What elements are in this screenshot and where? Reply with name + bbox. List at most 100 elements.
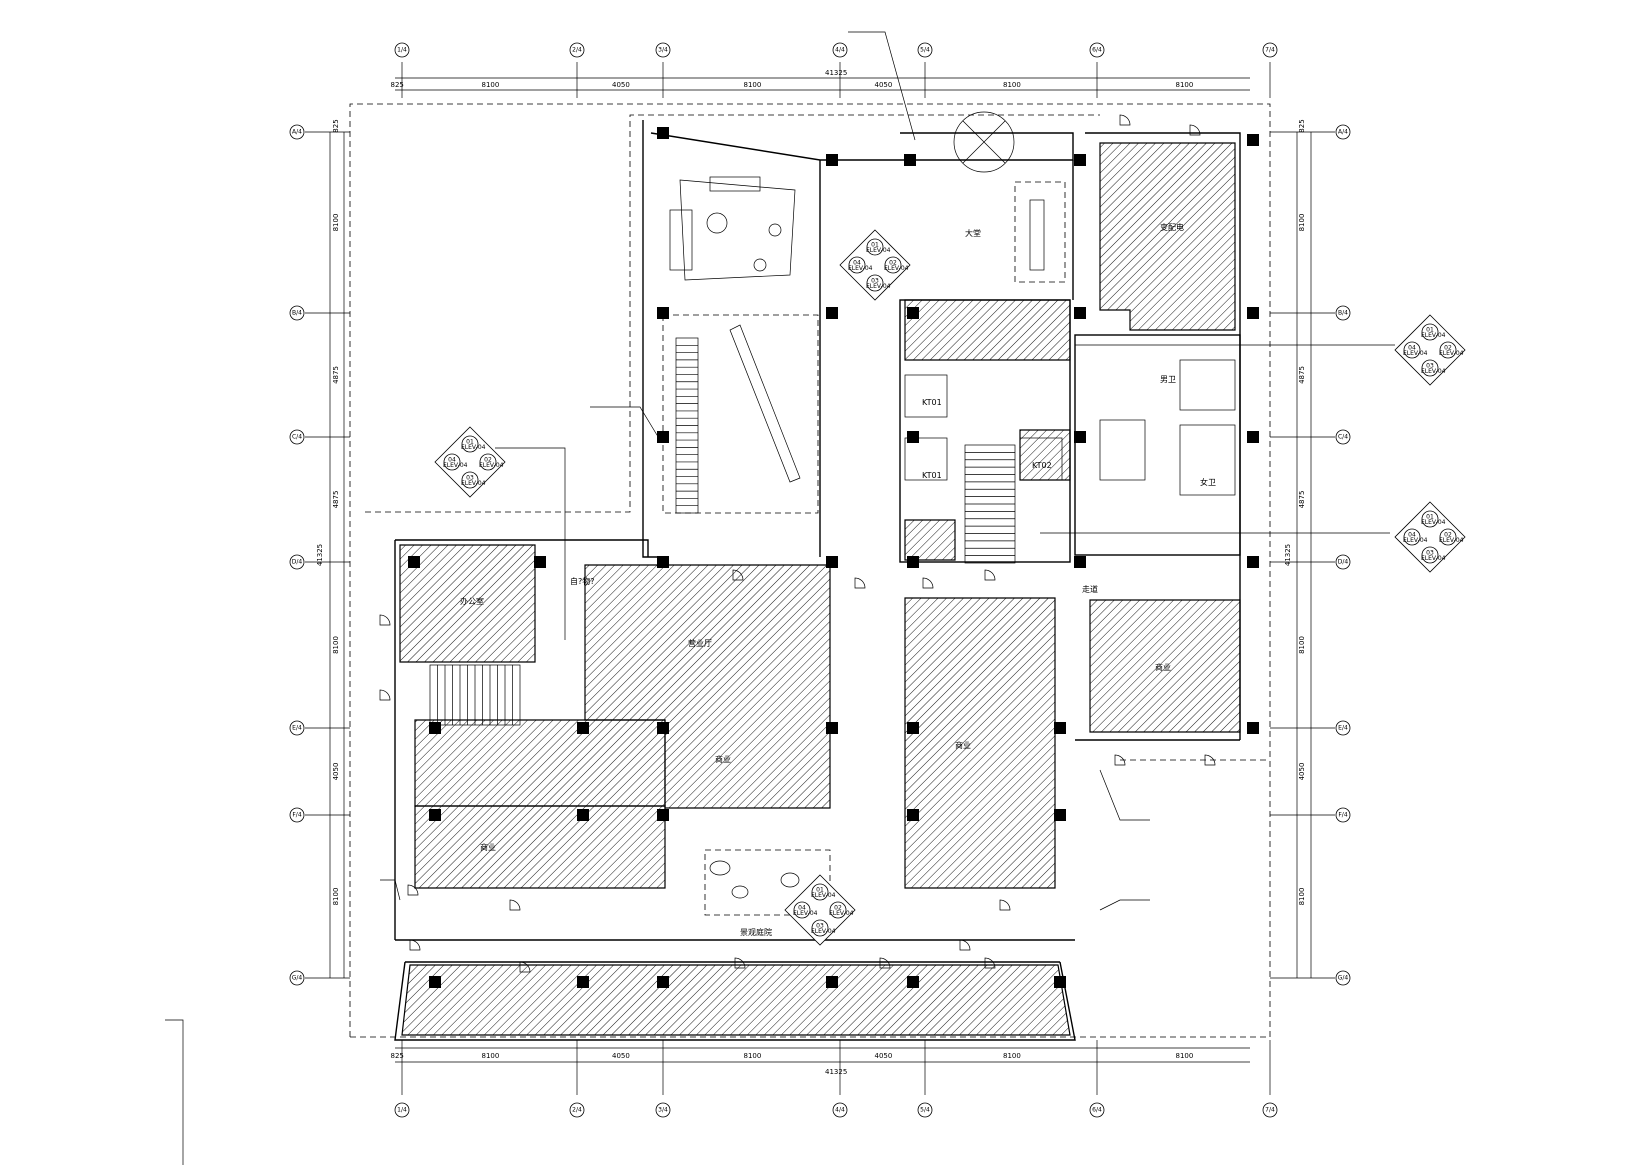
callout-bubble	[1403, 341, 1421, 359]
grid-bubble: 2/4	[569, 42, 585, 58]
callout-id: 03	[466, 475, 474, 482]
dimension-value: 8100	[1298, 888, 1306, 906]
dimension-value: 4875	[332, 366, 340, 384]
callout-sheet: ELEV-04	[1403, 350, 1428, 357]
grid-bubble: 6/4	[1089, 1102, 1105, 1118]
grid-axis-lines	[305, 62, 1335, 1095]
column	[429, 809, 441, 821]
door-swing	[984, 569, 996, 581]
grid-bubble-label: 3/4	[658, 1107, 668, 1114]
callout-id: 04	[1408, 345, 1416, 352]
callout-sheet: ELEV-04	[1439, 537, 1464, 544]
grid-bubble: D/4	[289, 554, 305, 570]
dimension-value: 825	[391, 81, 404, 89]
column	[1247, 431, 1259, 443]
grid-bubble-label: D/4	[1338, 559, 1349, 566]
lobby-furniture	[662, 111, 1066, 916]
grid-bubble-label: 3/4	[658, 47, 668, 54]
grid-bubble: C/4	[1335, 429, 1351, 445]
door-swing	[519, 961, 531, 973]
label-shop-4: 商业	[1155, 662, 1171, 672]
door-swing	[509, 899, 521, 911]
callout-bubble	[866, 238, 884, 256]
callout-bubble	[443, 453, 461, 471]
column	[826, 154, 838, 166]
grid-bubble-label: B/4	[1338, 310, 1348, 317]
dimension-value: 825	[391, 1052, 404, 1060]
column	[1074, 154, 1086, 166]
grid-bubble: C/4	[289, 429, 305, 445]
callout-id: 01	[1426, 327, 1434, 334]
callout-sheet: ELEV-04	[866, 247, 891, 254]
door-swing	[1119, 114, 1131, 126]
label-courtyard: 景观庭院	[740, 927, 772, 937]
column	[1054, 809, 1066, 821]
grid-bubble: G/4	[289, 970, 305, 986]
column	[1054, 722, 1066, 734]
callout-bubble	[1439, 528, 1457, 546]
callout-id: 04	[853, 260, 861, 267]
grid-bubble: 5/4	[917, 1102, 933, 1118]
column	[657, 556, 669, 568]
dimension-value: 8100	[1298, 636, 1306, 654]
column	[907, 976, 919, 988]
callout-bubble	[884, 256, 902, 274]
room-west-1	[414, 719, 666, 807]
grid-bubble-label: 5/4	[920, 1107, 930, 1114]
grid-bubble-label: 6/4	[1092, 47, 1102, 54]
dimension-total: 41325	[1284, 544, 1292, 566]
grid-bubble-label: 5/4	[920, 47, 930, 54]
dimension-value: 4050	[332, 763, 340, 781]
column	[907, 431, 919, 443]
dimension-value: 4875	[332, 491, 340, 509]
room-south-strip	[401, 964, 1071, 1036]
grid-bubble: A/4	[289, 124, 305, 140]
callout-sheet: ELEV-04	[811, 928, 836, 935]
label-kt01-a: KT01	[922, 398, 942, 407]
callout-id: 03	[1426, 363, 1434, 370]
grid-bubble: E/4	[1335, 720, 1351, 736]
column	[657, 307, 669, 319]
door-swing	[409, 939, 421, 951]
column	[826, 976, 838, 988]
column	[657, 976, 669, 988]
callout-id: 04	[1408, 532, 1416, 539]
grid-bubble: F/4	[289, 807, 305, 823]
door-swing	[1189, 124, 1201, 136]
label-shop-2: 商业	[480, 842, 496, 852]
dimension-value: 4875	[1298, 491, 1306, 509]
callout-bubble	[1421, 323, 1439, 341]
grid-bubble-label: 1/4	[397, 47, 407, 54]
door-swing	[922, 577, 934, 589]
dimension-total: 41325	[316, 544, 324, 566]
room-ne	[1099, 142, 1236, 331]
column	[577, 722, 589, 734]
label-wc-f: 女卫	[1200, 477, 1216, 487]
grid-bubble: 3/4	[655, 1102, 671, 1118]
callout-id: 02	[889, 260, 897, 267]
dimension-value: 8100	[332, 214, 340, 232]
callout-id: 02	[834, 905, 842, 912]
callout-sheet: ELEV-04	[884, 265, 909, 272]
grid-bubble-label: 1/4	[397, 1107, 407, 1114]
grid-bubble-label: C/4	[1338, 434, 1348, 441]
grid-bubble-label: 7/4	[1265, 47, 1275, 54]
callout-id: 01	[871, 242, 879, 249]
dimension-total: 41325	[825, 69, 847, 77]
dimension-value: 8100	[1176, 1052, 1194, 1060]
grid-bubble-label: B/4	[292, 310, 302, 317]
door-swing	[879, 957, 891, 969]
callout-id: 03	[1426, 550, 1434, 557]
dimension-value: 4050	[875, 81, 893, 89]
grid-bubble: E/4	[289, 720, 305, 736]
door-swing	[984, 957, 996, 969]
column	[1247, 556, 1259, 568]
callout-sheet: ELEV-04	[1421, 332, 1446, 339]
callout-bubble	[479, 453, 497, 471]
dimension-value: 8100	[1298, 214, 1306, 232]
label-room-nw: 办公室	[460, 596, 484, 606]
door-swing	[732, 569, 744, 581]
